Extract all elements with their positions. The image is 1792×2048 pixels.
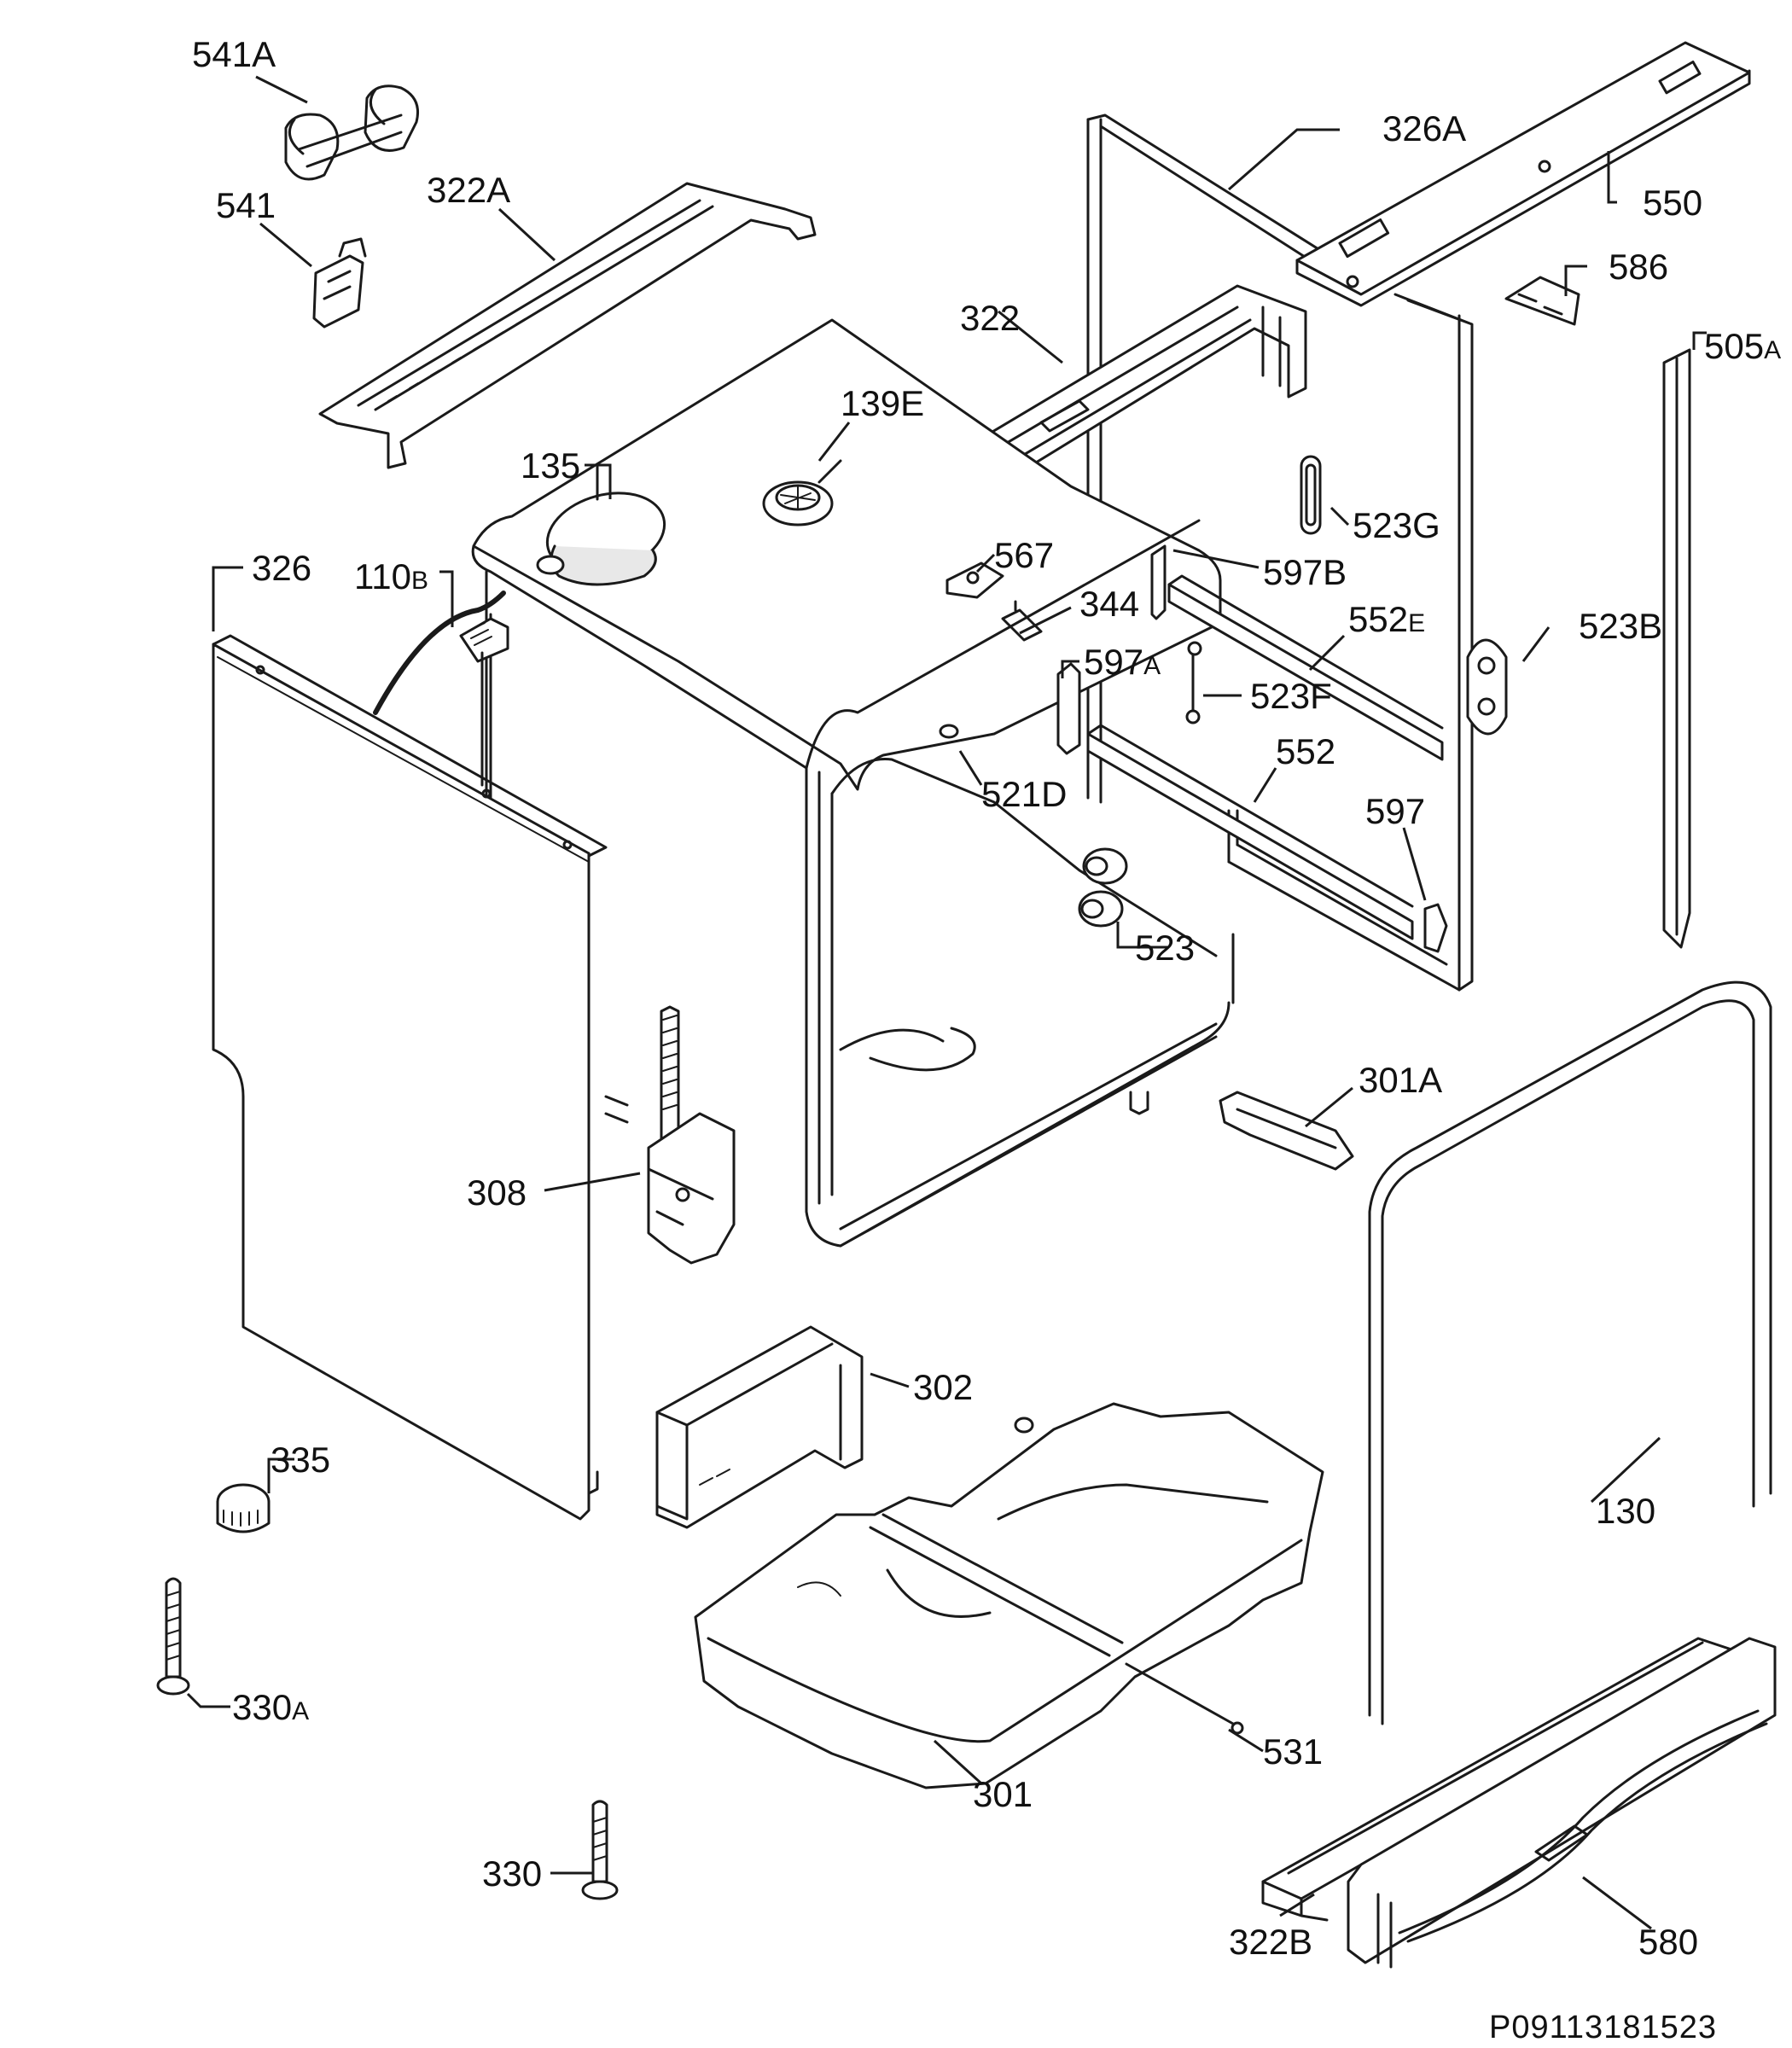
label-505a: 505A: [1704, 326, 1781, 366]
part-302-bracket: [655, 1325, 864, 1529]
part-523f-link: [1185, 641, 1202, 724]
leader-lines: [186, 75, 1707, 1930]
label-308: 308: [467, 1172, 527, 1213]
label-567: 567: [994, 535, 1054, 575]
part-301a-handle: [1219, 1091, 1354, 1171]
label-344: 344: [1079, 584, 1139, 624]
label-586: 586: [1609, 247, 1668, 287]
callout-labels: 541A 541 322A 326A 550 586 322 505A 139E…: [192, 34, 1781, 1962]
label-521d: 521D: [981, 774, 1067, 814]
part-135-salt-container: [536, 463, 666, 586]
part-tub-body: [471, 318, 1235, 1248]
part-326-door-panel: [212, 634, 608, 1521]
label-326a: 326A: [1382, 108, 1466, 148]
part-586-bracket: [1504, 276, 1580, 326]
part-567-clip: [945, 561, 1004, 599]
part-335-foot: [216, 1483, 271, 1533]
label-550: 550: [1643, 183, 1702, 223]
label-597: 597: [1365, 791, 1425, 831]
part-597b-holder: [1150, 544, 1167, 620]
part-330-screw: [581, 1800, 619, 1900]
label-597a: 597A: [1084, 642, 1161, 682]
label-523: 523: [1135, 928, 1195, 968]
label-301a: 301A: [1359, 1060, 1442, 1100]
label-597b: 597B: [1263, 552, 1347, 592]
part-541a-double-clip: [284, 84, 419, 181]
part-110b-hose: [373, 591, 509, 715]
label-330: 330: [482, 1853, 542, 1894]
label-531: 531: [1263, 1731, 1323, 1772]
label-330a: 330A: [232, 1687, 309, 1727]
label-523g: 523G: [1353, 505, 1440, 545]
part-521d-nut: [939, 724, 959, 739]
part-580-plinth: [1347, 1637, 1777, 1969]
label-139e: 139E: [841, 383, 924, 423]
label-130: 130: [1596, 1491, 1655, 1531]
part-344-spring: [1001, 600, 1043, 642]
part-330a-screw: [156, 1577, 190, 1696]
part-597a-holder: [1056, 662, 1081, 755]
part-523b-bushing: [1466, 638, 1508, 736]
label-552e: 552E: [1348, 599, 1425, 639]
document-id: P09113181523: [1489, 2010, 1717, 2045]
label-301: 301: [973, 1774, 1033, 1814]
label-335: 335: [271, 1440, 330, 1480]
part-130-door-seal: [1368, 980, 1772, 1725]
part-523-connector: [1078, 847, 1128, 928]
door-guide-lines: [480, 651, 629, 1124]
label-322b: 322B: [1229, 1922, 1312, 1962]
label-110b: 110B: [354, 556, 428, 596]
label-135: 135: [521, 445, 580, 486]
label-523b: 523B: [1579, 606, 1662, 646]
part-301-base-tray: [694, 1402, 1324, 1789]
part-552e-rail: [1167, 574, 1444, 761]
label-523f: 523F: [1250, 676, 1332, 716]
part-326a-side-panel: [1086, 113, 1474, 992]
label-326: 326: [252, 548, 311, 588]
part-308-hinge: [647, 1005, 736, 1265]
label-322a: 322A: [427, 170, 510, 210]
part-597-clip: [1423, 903, 1448, 953]
label-302: 302: [913, 1367, 973, 1407]
label-322: 322: [960, 298, 1020, 338]
part-523g-gasket: [1300, 455, 1322, 535]
part-139e-rotor: [762, 459, 842, 527]
label-580: 580: [1638, 1922, 1698, 1962]
label-541a: 541A: [192, 34, 276, 74]
part-552-rail: [1086, 724, 1414, 940]
part-541-clip: [312, 237, 367, 329]
part-531-rod: [1125, 1662, 1244, 1735]
label-552: 552: [1276, 731, 1335, 771]
part-505a-seal-strip: [1662, 348, 1691, 949]
part-322a-top-trim: [318, 182, 817, 469]
label-541: 541: [216, 185, 276, 225]
part-550-top-rail: [1295, 41, 1751, 307]
